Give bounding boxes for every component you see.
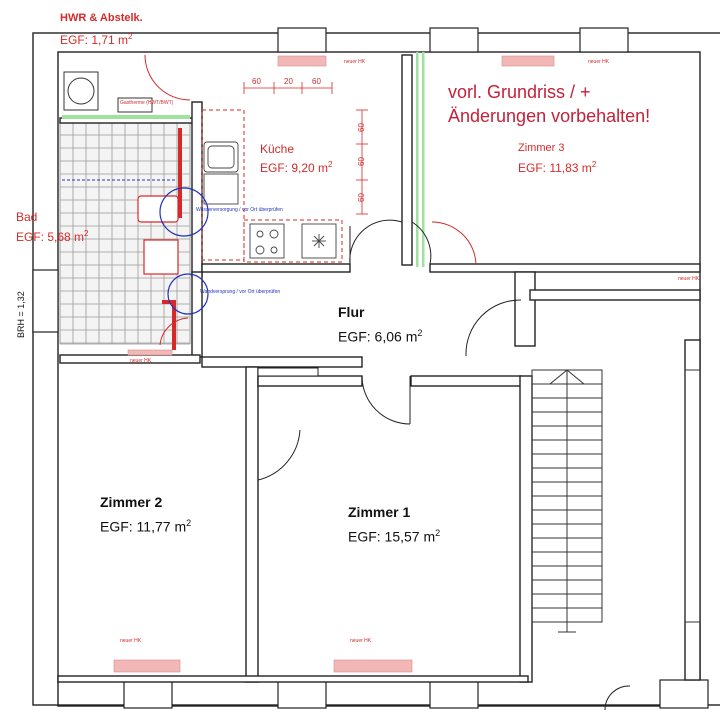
- kitchen-appliances: [203, 141, 337, 259]
- heater-note-z1: neuer HK: [350, 638, 372, 644]
- radiators: [113, 55, 555, 673]
- heater-note-z3: neuer HK: [678, 276, 700, 282]
- hwr-area: EGF: 1,71 m2: [60, 32, 133, 47]
- staircase: [531, 369, 701, 633]
- heater-note-top: neuer HK: [344, 59, 366, 65]
- dim-v-1: 60: [357, 123, 366, 132]
- gastherme-note: Gastherme (HWT/BWT): [120, 100, 174, 106]
- bath-red-wall: [162, 128, 182, 350]
- kitchen-counters: [201, 109, 343, 263]
- plan-notice: vorl. Grundriss / + Änderungen vorbehalt…: [448, 80, 650, 128]
- zimmer2-name: Zimmer 2: [100, 494, 163, 510]
- plan-notice-line1: vorl. Grundriss / +: [448, 82, 591, 102]
- zimmer3-name: Zimmer 3: [518, 142, 565, 154]
- dim-h-2: 20: [284, 77, 293, 86]
- water-note-1: Wasserversorgung / vor Ort überprüfen: [196, 207, 283, 213]
- zimmer2-area: EGF: 11,77 m2: [100, 518, 192, 535]
- kueche-name: Küche: [260, 142, 295, 156]
- zimmer1-area: EGF: 15,57 m2: [348, 528, 441, 545]
- red-doors: [144, 54, 477, 346]
- green-markers: [62, 52, 425, 267]
- flur-cabinet: [257, 367, 319, 377]
- dim-v-2: 60: [357, 157, 366, 166]
- kueche-area: EGF: 9,20 m2: [260, 160, 333, 175]
- heater-note-z2: neuer HK: [120, 638, 142, 644]
- bottom-windows: [123, 679, 709, 709]
- flur-name: Flur: [338, 304, 365, 320]
- bath-tiles: [59, 121, 191, 345]
- heater-note-bath: neuer HK: [130, 358, 152, 364]
- inspection-circles: [159, 187, 209, 315]
- left-window: [32, 269, 59, 333]
- bath-fixtures: [137, 195, 179, 275]
- interior-walls: [57, 54, 701, 683]
- hwr-name: HWR & Abstelk.: [60, 12, 143, 24]
- zimmer1-name: Zimmer 1: [348, 504, 411, 520]
- bad-name: Bad: [16, 210, 38, 224]
- doors: [257, 219, 631, 711]
- dim-h-1: 60: [252, 77, 261, 86]
- brh-label: BRH = 1,32: [16, 291, 26, 338]
- dim-v-3: 60: [357, 193, 366, 202]
- heater-note-right: neuer HK: [588, 59, 610, 65]
- zimmer3-area: EGF: 11,83 m2: [518, 160, 597, 175]
- bad-area: EGF: 5,68 m2: [16, 229, 89, 244]
- water-note-2: Wandversprung / vor Ort überprüfen: [200, 289, 281, 295]
- plan-notice-line2: Änderungen vorbehalten!: [448, 106, 651, 126]
- dimension-lines: [243, 82, 368, 215]
- flur-area: EGF: 6,06 m2: [338, 328, 423, 345]
- top-windows: [277, 27, 629, 53]
- gas-heater: [63, 71, 153, 113]
- dim-h-3: 60: [312, 77, 321, 86]
